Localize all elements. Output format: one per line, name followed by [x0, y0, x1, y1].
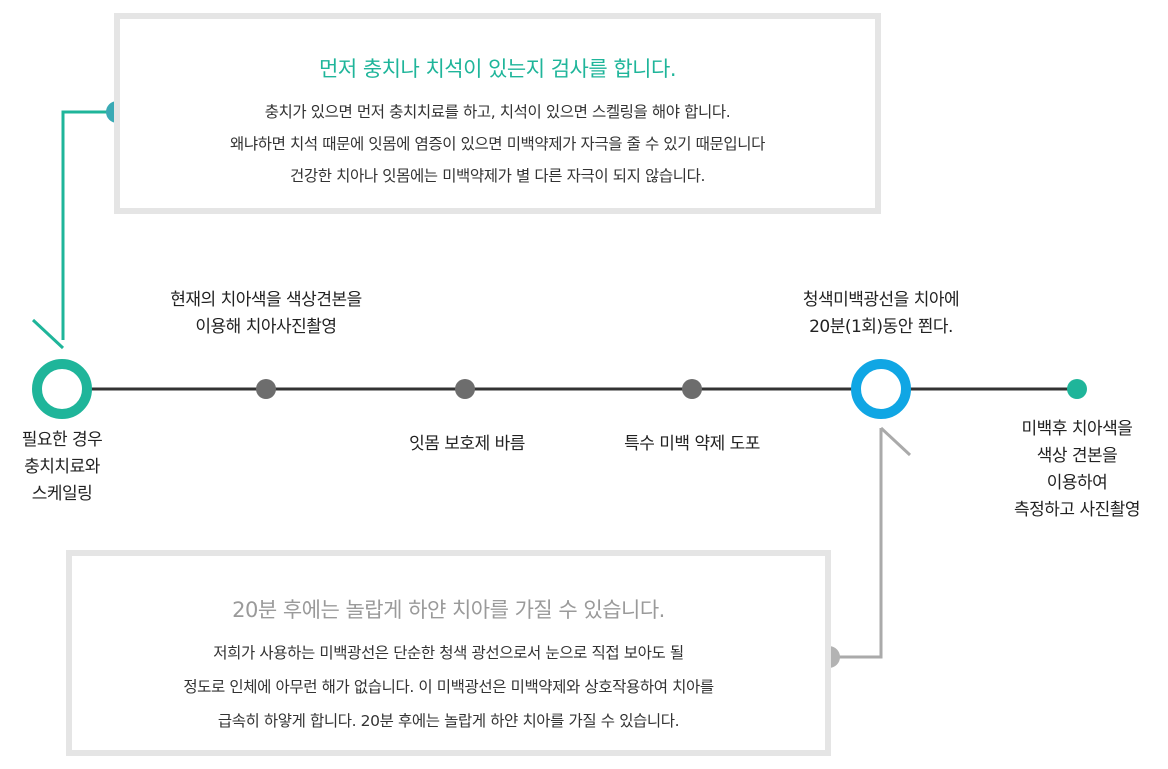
step-4-marker — [682, 379, 702, 399]
step-3-label-line: 잇몸 보호제 바름 — [409, 434, 525, 454]
step-6-label-line: 이용하여 — [1046, 473, 1108, 493]
step-2-label: 현재의 치아색을 색상견본을 이용해 치아사진촬영 — [170, 287, 362, 341]
step-5-label-line: 20분(1회)동안 쬔다. — [809, 317, 953, 337]
step-6-label-line: 색상 견본을 — [1036, 446, 1118, 466]
bottom-info-box: 20분 후에는 놀랍게 하얀 치아를 가질 수 있습니다. 저희가 사용하는 미… — [66, 550, 831, 756]
step-1-label-line: 스케일링 — [31, 484, 93, 504]
bottom-box-line-1: 저희가 사용하는 미백광선은 단순한 청색 광선으로서 눈으로 직접 보아도 될 — [213, 644, 684, 662]
top-box-line-2: 왜냐하면 치석 때문에 잇몸에 염증이 있으면 미백약제가 자극을 줄 수 있기… — [230, 135, 765, 153]
step-1-marker — [32, 359, 92, 419]
step-5-marker — [851, 359, 911, 419]
step-1-label-line: 충치치료와 — [24, 457, 100, 477]
bottom-connector-arrowhead — [879, 426, 912, 457]
top-box-title: 먼저 충치나 치석이 있는지 검사를 합니다. — [319, 57, 677, 81]
step-3-label: 잇몸 보호제 바름 — [409, 431, 525, 458]
bottom-box-title: 20분 후에는 놀랍게 하얀 치아를 가질 수 있습니다. — [232, 598, 665, 622]
step-3-marker — [455, 379, 475, 399]
top-connector-arrowhead — [31, 318, 65, 350]
top-info-box: 먼저 충치나 치석이 있는지 검사를 합니다. 충치가 있으면 먼저 충치치료를… — [114, 13, 881, 214]
step-2-label-line: 이용해 치아사진촬영 — [195, 317, 337, 337]
bottom-box-line-2: 정도로 인체에 아무런 해가 없습니다. 이 미백광선은 미백약제와 상호작용하… — [183, 678, 714, 696]
step-6-label: 미백후 치아색을 색상 견본을 이용하여 측정하고 사진촬영 — [1013, 416, 1141, 524]
step-5-label: 청색미백광선을 치아에 20분(1회)동안 쬔다. — [802, 287, 960, 341]
step-6-marker — [1067, 379, 1087, 399]
step-5-label-line: 청색미백광선을 치아에 — [802, 290, 960, 310]
step-1-label: 필요한 경우 충치치료와 스케일링 — [22, 427, 103, 508]
step-2-marker — [256, 379, 276, 399]
step-6-label-line: 미백후 치아색을 — [1021, 419, 1133, 439]
top-box-line-1: 충치가 있으면 먼저 충치치료를 하고, 치석이 있으면 스켈링을 해야 합니다… — [264, 103, 731, 121]
top-box-line-3: 건강한 치아나 잇몸에는 미백약제가 별 다른 자극이 되지 않습니다. — [290, 167, 705, 185]
bottom-connector-line — [829, 428, 883, 659]
step-4-label-line: 특수 미백 약제 도포 — [624, 434, 760, 454]
step-4-label: 특수 미백 약제 도포 — [624, 431, 760, 458]
step-6-label-line: 측정하고 사진촬영 — [1013, 500, 1141, 520]
step-2-label-line: 현재의 치아색을 색상견본을 — [170, 290, 362, 310]
bottom-box-line-3: 급속히 하얗게 합니다. 20분 후에는 놀랍게 하얀 치아를 가질 수 있습니… — [217, 712, 680, 730]
top-connector-line — [61, 110, 117, 340]
step-1-label-line: 필요한 경우 — [21, 430, 103, 450]
